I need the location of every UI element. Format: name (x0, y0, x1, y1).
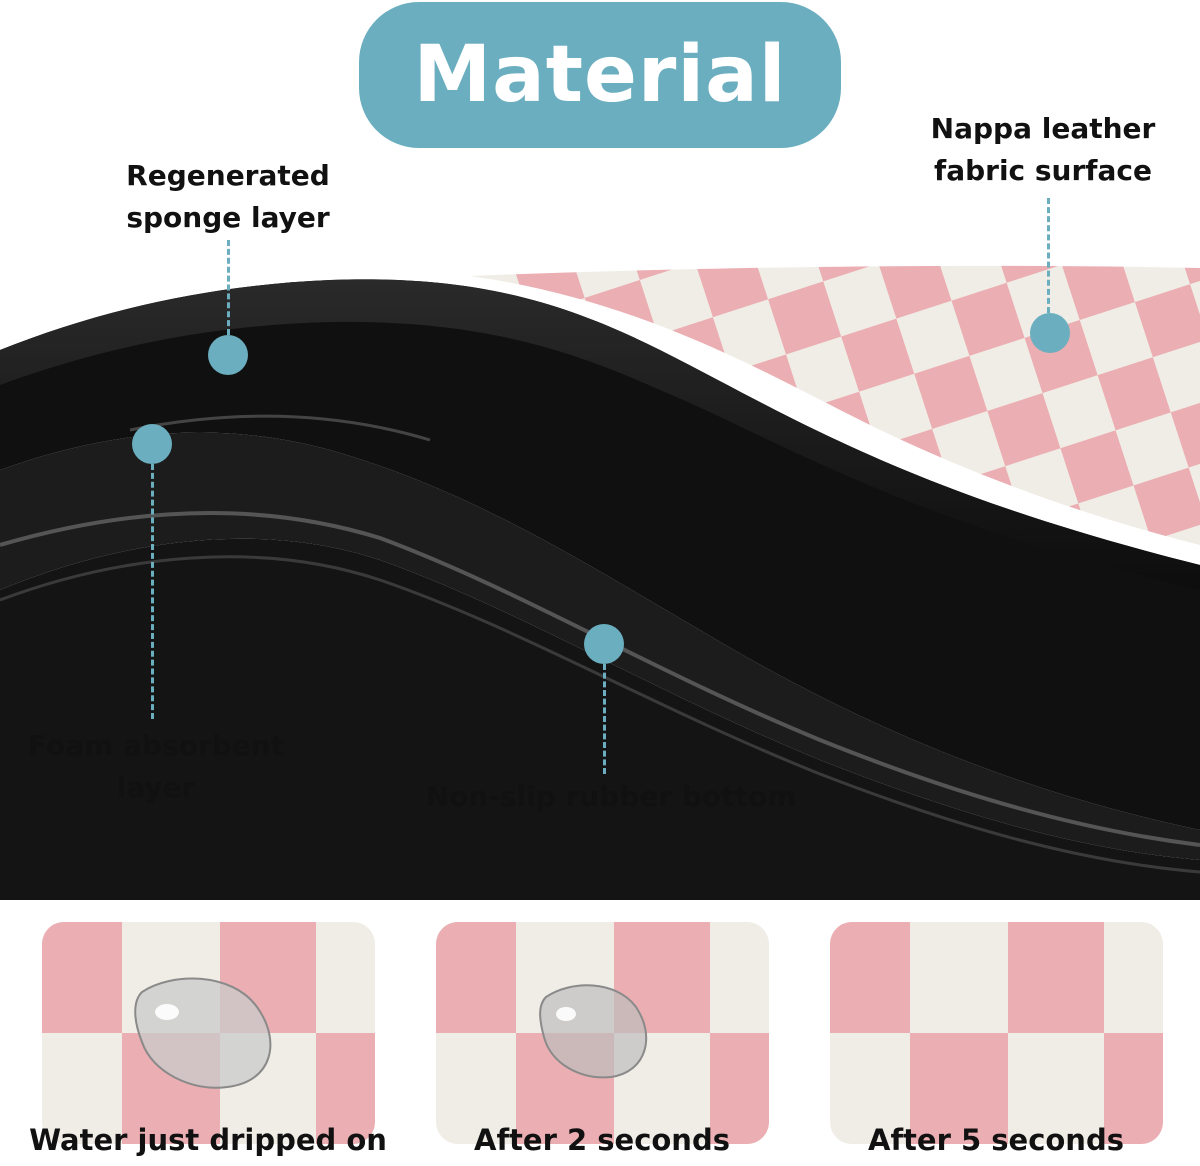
label-nappa-leather: Nappa leather fabric surface (908, 108, 1178, 192)
label-sponge-layer: Regenerated sponge layer (100, 155, 356, 239)
nappa-leather-surface (470, 265, 1200, 545)
title-banner: Material (359, 2, 841, 148)
demo-tile-after-2s (436, 922, 769, 1144)
caption-after-5-seconds: After 5 seconds (868, 1123, 1124, 1157)
demo-tile-water-dripped (42, 922, 375, 1144)
caption-water-dripped: Water just dripped on (29, 1123, 387, 1157)
mat-layers-illustration (0, 265, 1200, 900)
sponge-leader-line (227, 240, 230, 335)
foam-leader-line (151, 464, 154, 719)
label-foam-line-1: Foam absorbent (27, 729, 285, 762)
page-title: Material (413, 30, 787, 120)
rubber-leader-line (603, 664, 606, 774)
label-sponge-line-2: sponge layer (126, 201, 330, 234)
label-nappa-line-2: fabric surface (934, 154, 1152, 187)
label-sponge-line-1: Regenerated (126, 159, 330, 192)
nappa-marker-dot (1030, 313, 1070, 353)
demo-tile-after-5s (830, 922, 1163, 1144)
label-nappa-line-1: Nappa leather (930, 112, 1156, 145)
sponge-marker-dot (208, 335, 248, 375)
label-foam-layer: Foam absorbent layer (8, 725, 304, 809)
label-foam-line-2: layer (116, 771, 196, 804)
rubber-bottom-layer (0, 538, 1200, 900)
nappa-leader-line (1047, 198, 1050, 313)
rubber-marker-dot (584, 624, 624, 664)
label-rubber-bottom: Non-slip rubber bottom (425, 780, 797, 813)
caption-after-2-seconds: After 2 seconds (474, 1123, 730, 1157)
foam-marker-dot (132, 424, 172, 464)
